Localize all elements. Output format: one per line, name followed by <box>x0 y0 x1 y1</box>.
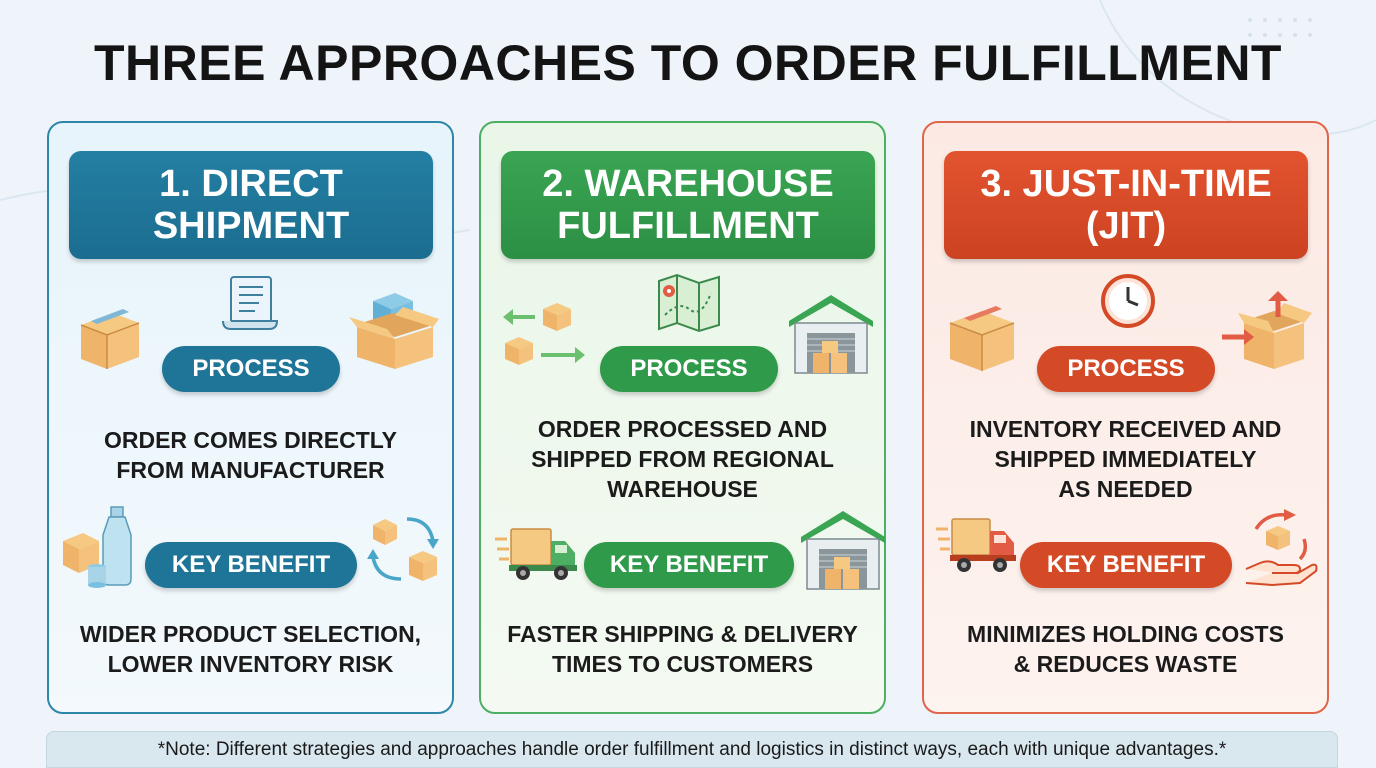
card-header: 3. JUST-IN-TIME (JIT) <box>944 151 1308 259</box>
process-line2: SHIPPED IMMEDIATELY <box>994 446 1257 472</box>
footer-note: *Note: Different strategies and approach… <box>46 731 1338 768</box>
process-line1: ORDER COMES DIRECTLY <box>103 427 398 453</box>
benefit-line1: FASTER SHIPPING & DELIVERY <box>507 621 858 647</box>
card-just-in-time: 3. JUST-IN-TIME (JIT) PROCESS INVENTORY … <box>922 121 1329 714</box>
benefit-line1: MINIMIZES HOLDING COSTS <box>967 621 1284 647</box>
card-header-line1: 1. DIRECT <box>159 163 343 205</box>
process-label: PROCESS <box>1037 346 1215 392</box>
key-benefit-label: KEY BENEFIT <box>145 542 357 588</box>
benefit-line1: WIDER PRODUCT SELECTION, <box>79 621 422 647</box>
process-line2: SHIPPED FROM REGIONAL <box>531 446 834 472</box>
truck-icon <box>495 528 577 580</box>
card-header-line1: 2. WAREHOUSE <box>542 163 834 205</box>
box-icon <box>949 306 1015 371</box>
benefit-description: MINIMIZES HOLDING COSTS & REDUCES WASTE <box>924 619 1327 679</box>
map-icon <box>658 273 720 333</box>
benefit-line2: & REDUCES WASTE <box>1013 651 1238 677</box>
scroll-icon <box>222 276 279 330</box>
box-icon <box>80 309 140 369</box>
process-line1: INVENTORY RECEIVED AND <box>969 416 1282 442</box>
card-direct-shipment: 1. DIRECT SHIPMENT PROCESS ORDER COMES D… <box>47 121 454 714</box>
hand-box-icon <box>1245 509 1318 587</box>
warehouse-icon <box>789 295 873 374</box>
card-header: 2. WAREHOUSE FULFILLMENT <box>501 151 875 259</box>
process-description: ORDER COMES DIRECTLY FROM MANUFACTURER <box>49 425 452 485</box>
benefit-line2: LOWER INVENTORY RISK <box>107 651 394 677</box>
card-header-line2: FULFILLMENT <box>557 205 819 247</box>
benefit-description: FASTER SHIPPING & DELIVERY TIMES TO CUST… <box>481 619 884 679</box>
arrows-boxes-icon <box>503 303 585 365</box>
page-title: THREE APPROACHES TO ORDER FULFILLMENT <box>94 35 1282 91</box>
card-header-line2: (JIT) <box>1085 205 1167 247</box>
open-box-icon <box>349 293 439 369</box>
recycle-boxes-icon <box>367 517 439 581</box>
process-line1: ORDER PROCESSED AND <box>537 416 828 442</box>
key-benefit-label: KEY BENEFIT <box>584 542 794 588</box>
card-header-line2: SHIPMENT <box>152 205 350 247</box>
process-description: INVENTORY RECEIVED AND SHIPPED IMMEDIATE… <box>924 414 1327 504</box>
card-header: 1. DIRECT SHIPMENT <box>69 151 433 259</box>
process-line3: WAREHOUSE <box>607 476 758 502</box>
bottle-icon <box>63 506 132 588</box>
key-benefit-label: KEY BENEFIT <box>1020 542 1232 588</box>
process-label: PROCESS <box>162 346 340 392</box>
process-line3: AS NEEDED <box>1058 476 1193 502</box>
card-warehouse-fulfillment: 2. WAREHOUSE FULFILLMENT PROCESS ORDER P… <box>479 121 886 714</box>
card-header-line1: 3. JUST-IN-TIME <box>980 163 1272 205</box>
benefit-description: WIDER PRODUCT SELECTION, LOWER INVENTORY… <box>49 619 452 679</box>
clock-icon <box>1101 274 1155 328</box>
process-label: PROCESS <box>600 346 778 392</box>
process-line2: FROM MANUFACTURER <box>116 457 385 483</box>
truck-icon <box>936 518 1016 572</box>
process-description: ORDER PROCESSED AND SHIPPED FROM REGIONA… <box>481 414 884 504</box>
open-box-icon <box>1222 291 1312 369</box>
warehouse-icon <box>801 511 885 590</box>
benefit-line2: TIMES TO CUSTOMERS <box>551 651 814 677</box>
